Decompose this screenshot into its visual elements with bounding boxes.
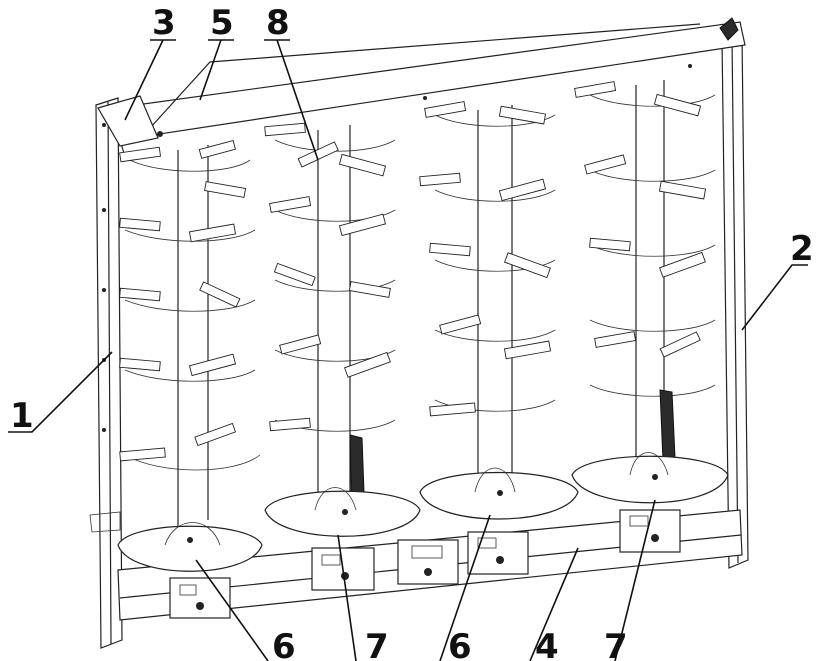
leader-6b bbox=[439, 514, 491, 661]
rotor-4 bbox=[571, 80, 729, 504]
callout-6-left: 6 bbox=[272, 627, 296, 661]
rotor-2-disc bbox=[264, 490, 421, 537]
leader-3 bbox=[124, 39, 176, 121]
callout-7-left: 7 bbox=[365, 627, 389, 661]
rotor-1-disc bbox=[117, 525, 263, 572]
leader-7b bbox=[614, 499, 656, 661]
callout-6-right: 6 bbox=[448, 627, 472, 661]
leader-5 bbox=[199, 39, 234, 101]
leader-8 bbox=[264, 39, 319, 161]
leader-lines bbox=[8, 39, 808, 661]
gearbox-4 bbox=[619, 509, 681, 553]
callout-4: 4 bbox=[535, 627, 559, 661]
rotor-3 bbox=[419, 101, 579, 520]
gearbox-1 bbox=[169, 577, 231, 619]
leader-6a bbox=[195, 559, 269, 661]
callouts: 1 2 3 5 8 6 7 6 4 7 bbox=[10, 3, 814, 661]
rotor-1 bbox=[117, 139, 263, 572]
rotor-4-disc bbox=[571, 455, 729, 504]
leader-2 bbox=[741, 264, 808, 331]
rotor-2 bbox=[264, 122, 421, 537]
gearbox-3 bbox=[467, 531, 529, 575]
callout-8: 8 bbox=[266, 3, 290, 43]
leader-4 bbox=[529, 547, 579, 661]
leader-7a bbox=[337, 534, 357, 661]
callout-5: 5 bbox=[210, 3, 234, 43]
callout-3: 3 bbox=[152, 3, 176, 43]
callout-2: 2 bbox=[790, 229, 814, 269]
end-bracket bbox=[97, 95, 159, 147]
leader-1 bbox=[8, 351, 113, 433]
callout-7-right: 7 bbox=[604, 627, 628, 661]
top-beam bbox=[98, 21, 746, 141]
callout-1: 1 bbox=[10, 396, 34, 436]
gearbox-center bbox=[397, 539, 459, 585]
